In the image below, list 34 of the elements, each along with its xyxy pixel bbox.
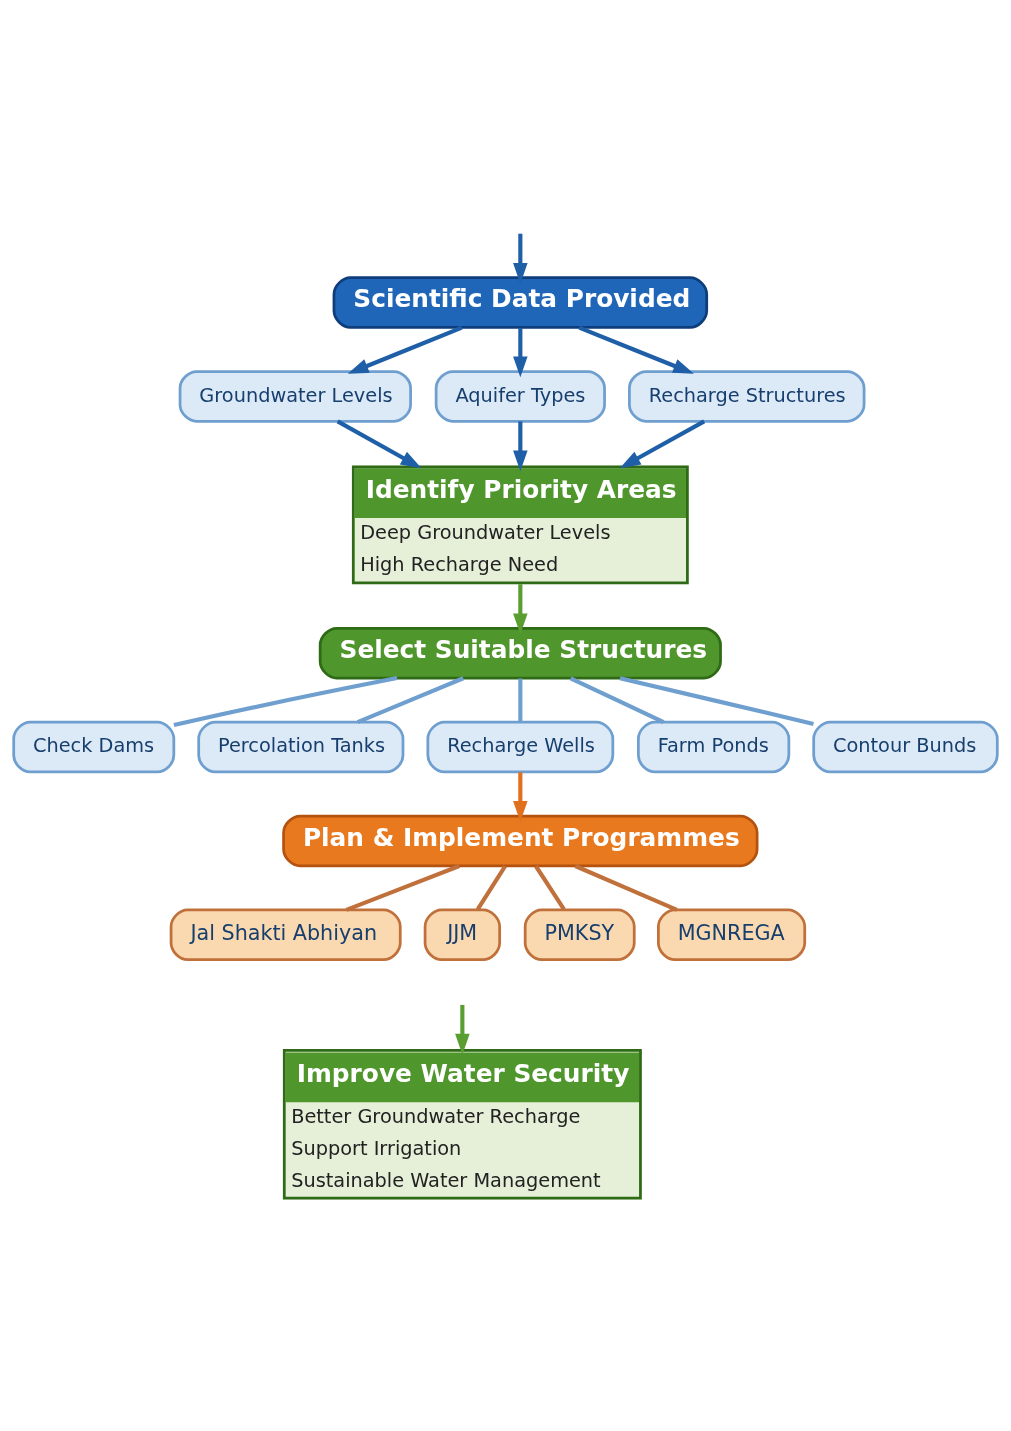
arrow <box>513 583 528 634</box>
node-box: MGNREGA <box>657 908 807 961</box>
arrow <box>336 419 422 468</box>
node-box: JJM <box>423 908 501 961</box>
node-box: Check Dams <box>12 720 176 773</box>
arrow <box>513 771 528 822</box>
connector <box>619 675 814 726</box>
connector <box>173 675 398 727</box>
node-box: Plan & Implement Programmes <box>282 814 759 867</box>
connector <box>569 675 665 724</box>
connector <box>518 678 523 722</box>
connector <box>345 863 461 912</box>
connector <box>356 675 465 724</box>
node-box: Farm Ponds <box>637 720 791 773</box>
arrow <box>578 325 694 374</box>
node-box: Contour Bunds <box>812 720 999 773</box>
node-box: Aquifer Types <box>434 369 606 423</box>
connector <box>534 864 566 910</box>
connector <box>574 863 678 912</box>
node-box: Groundwater Levels <box>178 369 412 423</box>
arrow <box>619 419 706 468</box>
arrow <box>513 327 528 377</box>
node-box: Recharge Wells <box>426 720 615 773</box>
node-box: Jal Shakti Abhiyan <box>169 908 402 961</box>
node-box: Recharge Structures <box>628 369 866 423</box>
node-box: Percolation Tanks <box>197 720 405 773</box>
node-box: PMKSY <box>523 908 636 961</box>
arrow <box>513 233 528 284</box>
arrow <box>347 325 463 374</box>
arrow <box>455 1004 470 1055</box>
node-box: Select Suitable Structures <box>318 626 722 679</box>
node-box: Scientific Data Provided <box>332 275 709 329</box>
connector <box>475 864 507 910</box>
arrow <box>513 420 528 471</box>
